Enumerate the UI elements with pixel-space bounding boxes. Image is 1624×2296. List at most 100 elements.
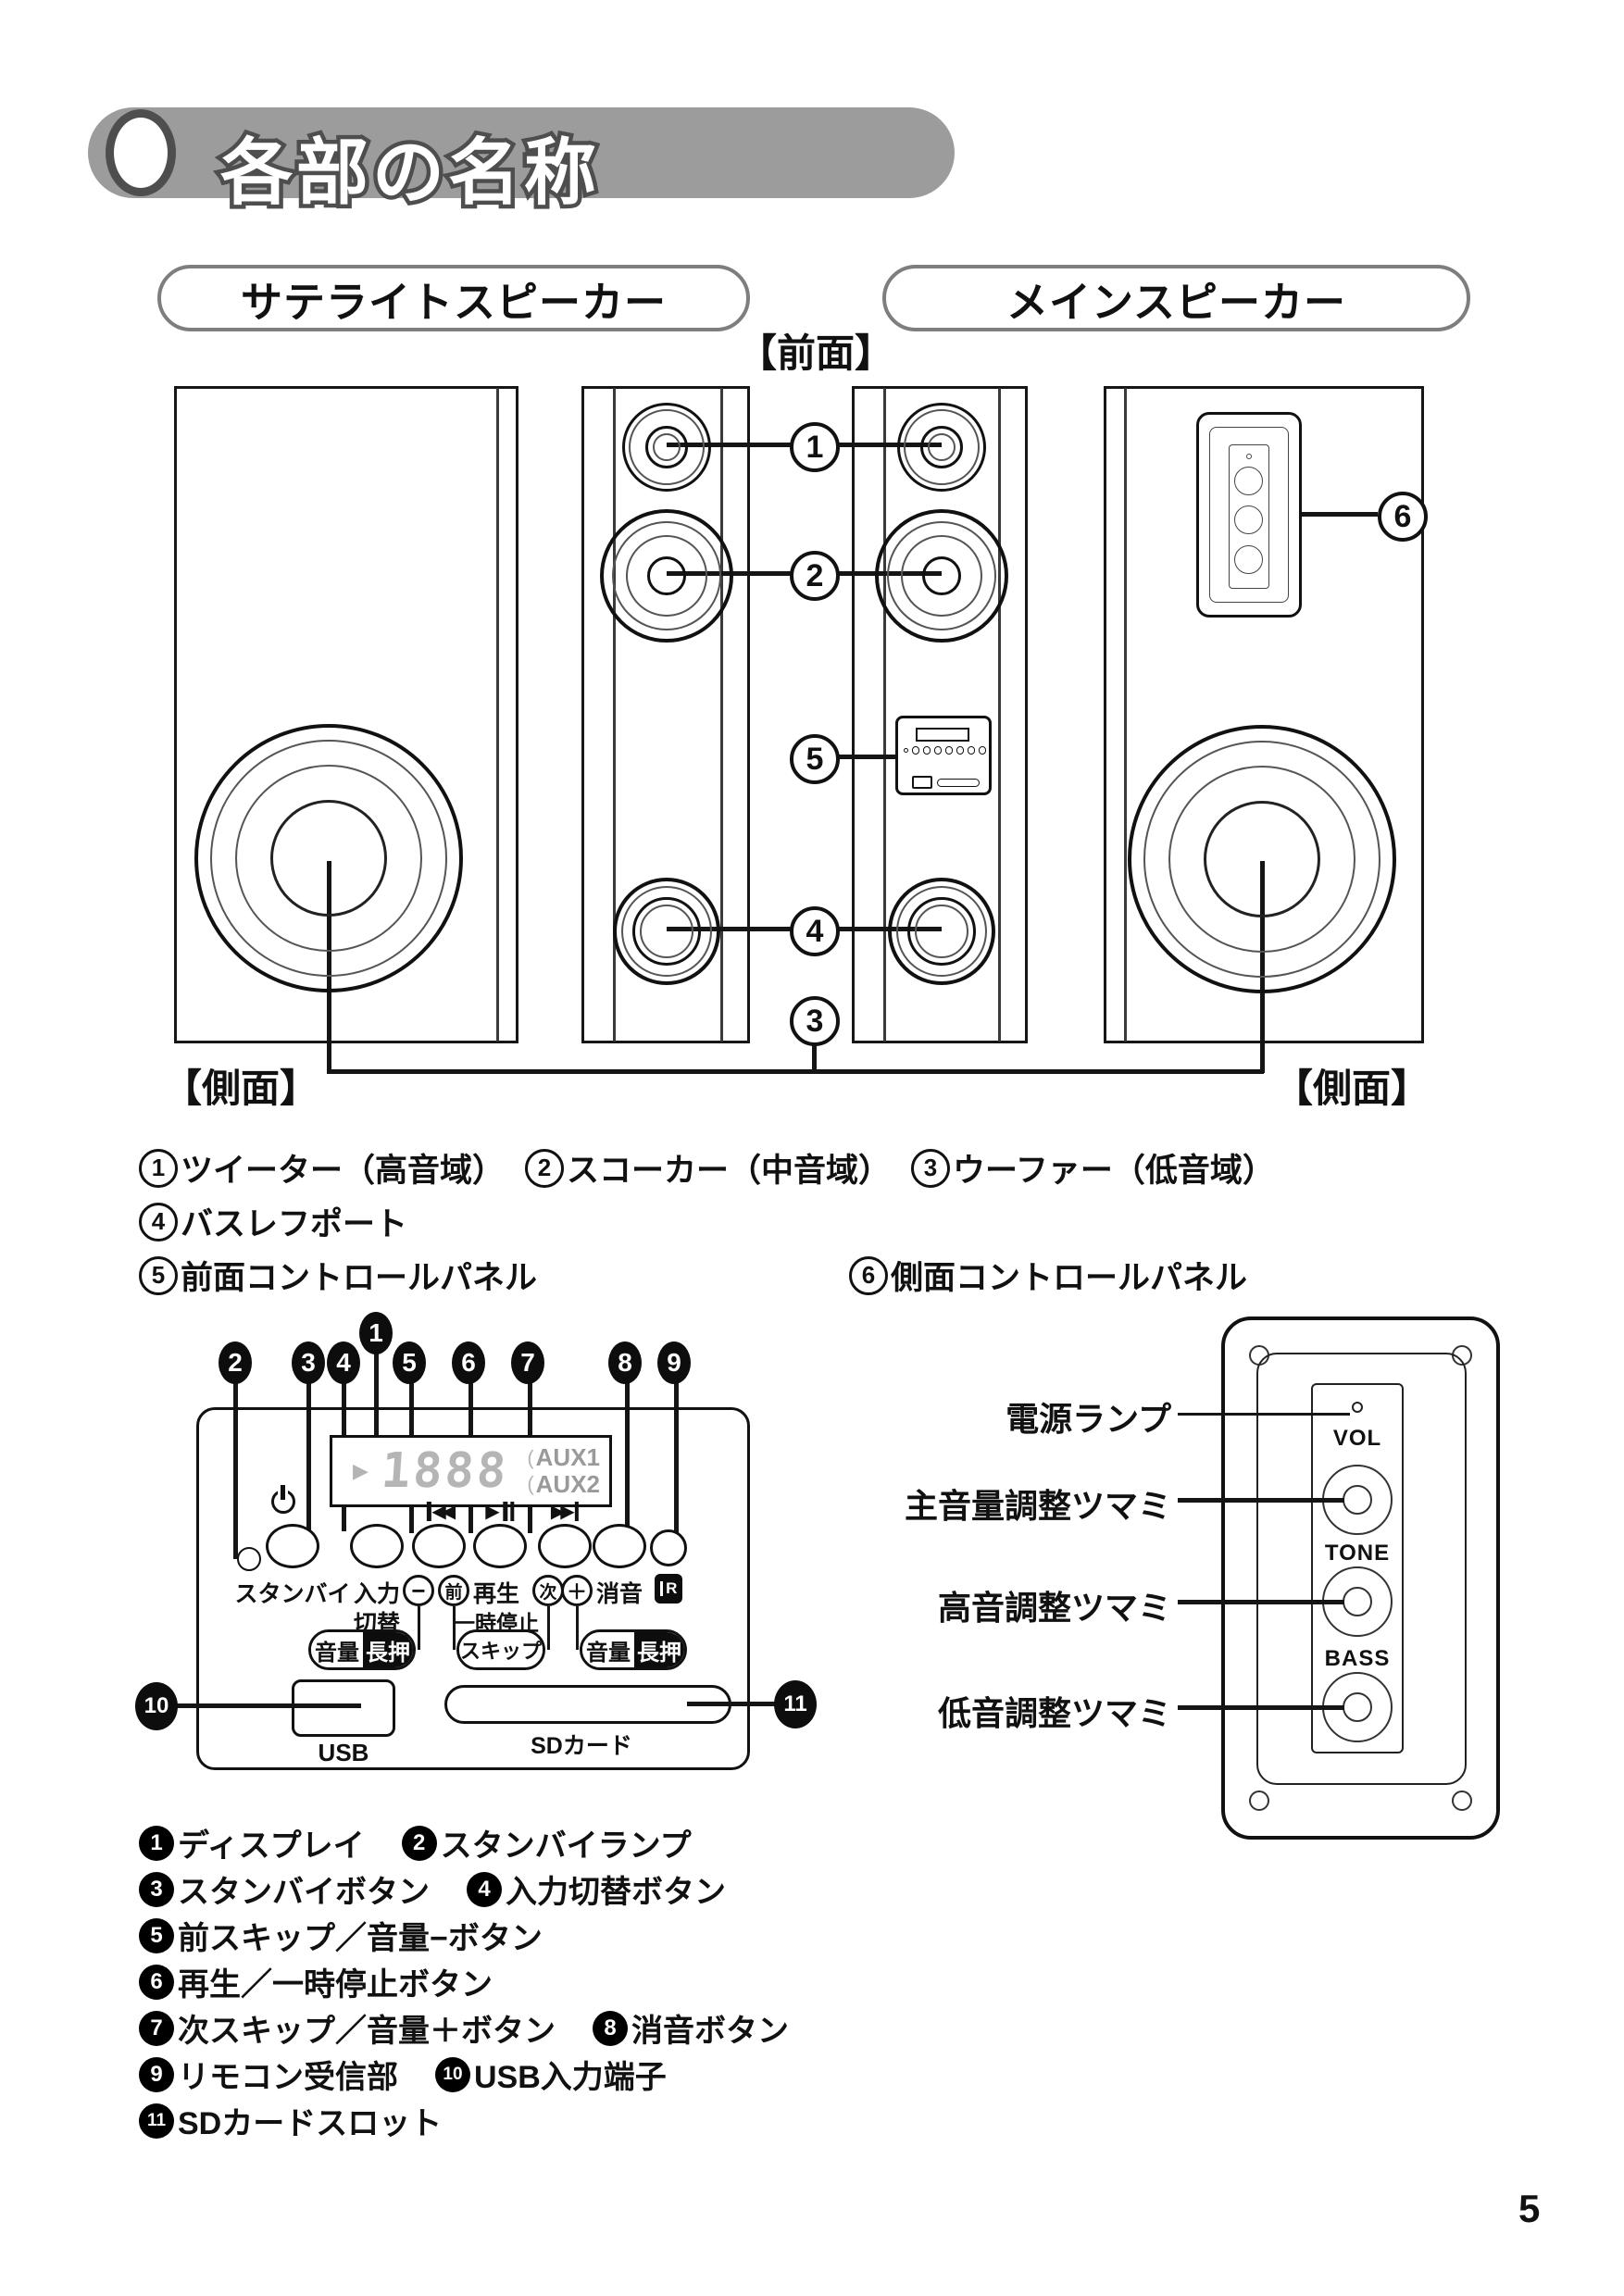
- screw-bottom-left: [1249, 1791, 1269, 1811]
- satellite-front-edge-left: [613, 388, 616, 1042]
- skip-pill: スキップ: [456, 1629, 545, 1670]
- callout-line-5: [815, 755, 937, 759]
- volume-pill-label: 音量: [582, 1632, 634, 1667]
- sd-label: SDカード: [531, 1733, 632, 1759]
- tweeter-left-dome: [645, 426, 688, 468]
- black-circled-11: 11: [139, 2103, 174, 2139]
- badge-10: 10: [135, 1682, 178, 1730]
- bass-port-right-outer: [888, 878, 995, 985]
- circled-number-2: 2: [525, 1148, 565, 1188]
- mini-side-knob-2: [1234, 505, 1263, 534]
- bass-port-right-hole: [907, 897, 976, 966]
- bass-knob-label: BASS: [1324, 1646, 1391, 1671]
- plus-glyph: ＋: [566, 1580, 587, 1603]
- bass-port-right-ring2: [896, 886, 987, 977]
- black-circled-2: 2: [401, 1825, 437, 1861]
- parts-list-row-1: 1 ツイーター（高音域） 2 スコーカー（中音域） 3 ウーファー（低音域）: [139, 1144, 1275, 1192]
- satellite-speaker-label: サテライトスピーカー: [240, 278, 667, 326]
- legend-text: スタンバイランプ: [440, 1828, 692, 1864]
- satellite-woofer-ring3: [235, 765, 422, 952]
- bar-glyph: [503, 1502, 508, 1521]
- stem-9: [673, 1383, 679, 1533]
- stem-10: [176, 1703, 361, 1708]
- aux2-label: AUX2: [535, 1470, 600, 1498]
- vol-knob-label: VOL: [1332, 1426, 1382, 1451]
- prev-kanji: 前: [444, 1582, 463, 1603]
- minus-glyph: −: [411, 1576, 426, 1604]
- parts-item: 2 スコーカー（中音域）: [525, 1144, 891, 1192]
- tweeter-left-outer: [622, 403, 711, 492]
- black-circled-1: 1: [139, 1825, 174, 1861]
- banner-bullet-icon: [106, 109, 176, 196]
- stem-11: [687, 1702, 776, 1706]
- black-circled-9: 9: [139, 2056, 174, 2092]
- mini-usb-port: [912, 776, 932, 789]
- squawker-left-ring3: [626, 535, 707, 617]
- play-pause-button: [473, 1524, 527, 1568]
- part-name: バスレフポート: [181, 1206, 408, 1242]
- bar-glyph: [510, 1502, 515, 1521]
- vol-knob-center: [1343, 1485, 1372, 1515]
- tweeter-left-center: [653, 433, 681, 461]
- screw-bottom-right: [1452, 1791, 1472, 1811]
- parts-item: 5 前面コントロールパネル: [139, 1252, 537, 1299]
- bass-label: 低音調整ツマミ: [937, 1694, 1171, 1732]
- leader-treble: [1178, 1600, 1344, 1604]
- mini-sd-slot: [937, 779, 980, 787]
- legend-text: 再生／一時停止ボタン: [178, 1967, 493, 2003]
- part-name: ウーファー（低音域）: [953, 1153, 1275, 1189]
- display-digits: 1888: [379, 1443, 511, 1499]
- main-front-edge-left: [883, 388, 886, 1042]
- parts-list-row-3b: 6 側面コントロールパネル: [849, 1252, 1247, 1299]
- tweeter-right-dome: [920, 426, 963, 468]
- forward-arrows: ▶▶: [550, 1502, 575, 1522]
- tweeter-right-ring2: [904, 409, 980, 485]
- bass-port-left-hole: [632, 897, 701, 966]
- parts-item: 3 ウーファー（低音域）: [911, 1144, 1275, 1192]
- tone-knob-label: TONE: [1324, 1541, 1391, 1566]
- aux1-label: AUX1: [535, 1443, 600, 1472]
- aux2-segment: (: [527, 1472, 534, 1496]
- main-speaker-label: メインスピーカー: [1006, 278, 1347, 326]
- ir-receiver-icon: R: [655, 1574, 682, 1603]
- satellite-woofer-outer: [194, 724, 463, 992]
- main-volume-label: 主音量調整ツマミ: [904, 1487, 1171, 1525]
- stem-2: [232, 1383, 238, 1559]
- connector-plus: [575, 1606, 579, 1650]
- circled-number-4: 4: [139, 1202, 178, 1242]
- part-name: 側面コントロールパネル: [891, 1260, 1248, 1296]
- badge-2: 2: [219, 1341, 252, 1384]
- prev-circle: 前: [438, 1575, 469, 1606]
- squawker-left-outer: [600, 509, 733, 643]
- callout-line-3-stub: [812, 1044, 817, 1074]
- part-name: 前面コントロールパネル: [181, 1260, 538, 1296]
- callout-5-badge: 5: [790, 734, 840, 784]
- bar-glyph: [426, 1502, 431, 1521]
- main-woofer-ring2: [1143, 741, 1380, 978]
- main-front-edge-right: [998, 388, 1001, 1042]
- black-circled-4: 4: [467, 1871, 502, 1907]
- parts-item: 6 側面コントロールパネル: [849, 1252, 1247, 1299]
- callout-line-3-horizontal: [327, 1069, 1264, 1074]
- play-pause-icon: ▶: [485, 1500, 515, 1523]
- badge-8: 8: [608, 1341, 642, 1384]
- mini-button-dots: [904, 746, 989, 755]
- section-banner: [88, 107, 955, 198]
- legend-text: 次スキップ／音量＋ボタン: [178, 2014, 556, 2049]
- mini-button-dot: [922, 746, 931, 755]
- skip-forward-icon: ▶▶: [550, 1500, 580, 1523]
- usb-label: USB: [318, 1739, 369, 1766]
- badge-6: 6: [452, 1341, 485, 1384]
- mute-label: 消音: [595, 1581, 643, 1607]
- mini-button-dot: [911, 746, 919, 755]
- callout-3-badge: 3: [790, 996, 840, 1046]
- black-circled-3: 3: [139, 1871, 174, 1907]
- side-view-label-right: 【側面】: [1274, 1067, 1430, 1110]
- power-led: [1352, 1402, 1363, 1413]
- tweeter-right-center: [928, 433, 956, 461]
